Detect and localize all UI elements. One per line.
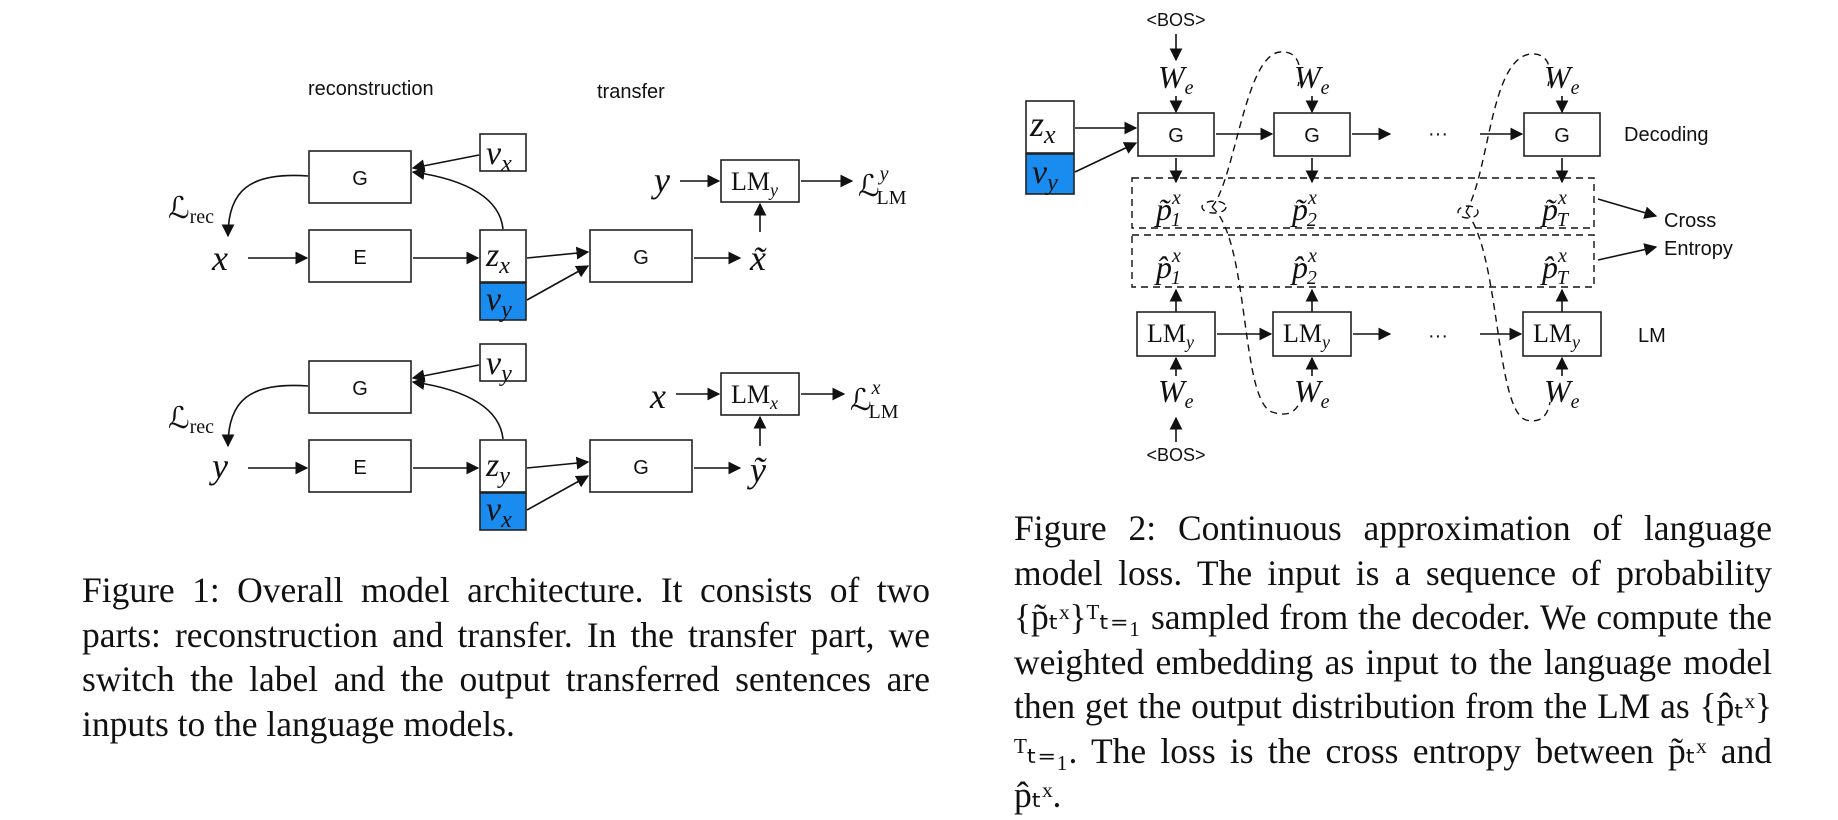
fig1-bottom-output: ỹ xyxy=(747,450,767,490)
fig1-top-lm-box xyxy=(720,159,800,203)
fig2-lm-label-1: LMy xyxy=(1147,319,1194,352)
fig2-latent: zx xyxy=(1029,104,1056,149)
fig1-bottom-label-swap-box xyxy=(479,492,527,531)
fig2-cross-label: Cross xyxy=(1664,210,1716,232)
fig2-decoding-label: Decoding xyxy=(1624,124,1709,146)
fig2-decoding-row: G G G ··· Decoding xyxy=(1074,112,1709,184)
fig2-flow-node-1 xyxy=(1201,200,1227,214)
fig2-we-bottom-3: We xyxy=(1544,373,1580,413)
section-transfer-label: transfer xyxy=(597,81,665,103)
fig1-top-encoder-label: E xyxy=(353,247,366,269)
fig1-bottom-transfer-generator-box xyxy=(589,439,693,493)
fig1-top-lm-input: y xyxy=(651,160,670,200)
fig1-top-input: x xyxy=(211,238,228,278)
fig1-bottom-label-own-box xyxy=(479,343,527,382)
fig2-lm-row: LMy LMy LMy ··· LM xyxy=(1136,288,1666,376)
fig1-top-loss-rec: ℒrec xyxy=(168,192,214,228)
fig2-flow-curve-1 xyxy=(1211,51,1301,208)
fig1-bottom-lm-label: LMx xyxy=(731,380,778,413)
figures-svg: reconstruction transfer G E vx zx vy ℒre… xyxy=(168,10,1733,533)
figure-2-lm-loss: <BOS> <BOS> We We We zx vy G G G ··· Dec… xyxy=(1025,10,1733,465)
fig1-bottom-lm-box xyxy=(720,372,800,416)
fig2-lm-ellipsis: ··· xyxy=(1428,325,1448,347)
fig1-top-lm-label: LMy xyxy=(731,167,778,200)
fig2-label-box xyxy=(1025,153,1075,195)
fig1-top-generator-label: G xyxy=(352,168,368,190)
fig2-we-bottom-2: We xyxy=(1294,373,1330,413)
fig2-top-embeddings: We We We xyxy=(1158,59,1580,114)
fig1-top-row: G E vx zx vy ℒrec x G x̃ xyxy=(168,133,907,323)
fig2-bos-top: <BOS> xyxy=(1146,10,1205,30)
fig1-top-label-own: vx xyxy=(486,135,512,177)
fig2-we-bottom-1: We xyxy=(1158,373,1194,413)
section-reconstruction-label: reconstruction xyxy=(308,78,434,100)
fig2-lm-box-3 xyxy=(1522,311,1602,357)
fig2-flow-curve-1-return xyxy=(1211,206,1301,415)
fig1-bottom-input: y xyxy=(209,446,228,486)
fig2-lm-box-1 xyxy=(1136,311,1216,357)
fig2-lm-box-2 xyxy=(1272,311,1352,357)
fig2-latent-box xyxy=(1025,100,1075,154)
figure-1-caption: Figure 1: Overall model architecture. It… xyxy=(82,570,930,744)
fig1-bottom-generator-label: G xyxy=(352,378,368,400)
fig1-bottom-lm-input: x xyxy=(649,376,666,416)
fig2-generator-box-2 xyxy=(1273,112,1351,157)
fig1-bottom-label-swap: vx xyxy=(486,491,512,533)
fig2-lm-label-2: LMy xyxy=(1283,319,1330,352)
fig2-flow-curve-2-return xyxy=(1465,211,1551,422)
fig1-top-encoder-box xyxy=(308,229,412,283)
fig2-lm-row-label: LM xyxy=(1638,325,1666,347)
fig1-top-generator-box xyxy=(308,150,412,204)
fig2-decoding-ellipsis: ··· xyxy=(1428,123,1448,145)
fig1-top-label-swap: vy xyxy=(486,281,512,323)
fig1-bottom-loss-rec: ℒrec xyxy=(168,402,214,438)
fig2-generator-box-1 xyxy=(1137,112,1215,157)
fig2-generator-label-2: G xyxy=(1304,125,1320,147)
fig2-generator-label-3: G xyxy=(1554,125,1570,147)
fig2-flow-curve-2 xyxy=(1465,53,1551,213)
fig1-bottom-encoder-label: E xyxy=(353,457,366,479)
fig2-lm-prob-row xyxy=(1131,234,1595,288)
fig2-we-top-2: We xyxy=(1294,59,1330,99)
fig1-top-transfer-generator-box xyxy=(589,229,693,283)
fig2-we-top-1: We xyxy=(1158,59,1194,99)
fig1-top-label-swap-box xyxy=(479,282,527,321)
fig1-bottom-label-own: vy xyxy=(486,345,512,387)
figure-2-caption: Figure 2: Continuous approximation of la… xyxy=(1014,508,1772,815)
fig1-bottom-latent-box xyxy=(479,439,527,493)
fig2-bottom-embeddings: We We We xyxy=(1158,373,1580,413)
fig2-entropy-label: Entropy xyxy=(1664,238,1733,260)
fig1-top-transfer-generator-label: G xyxy=(633,247,649,269)
fig2-lm-label-3: LMy xyxy=(1533,319,1580,352)
fig2-generator-box-3 xyxy=(1523,112,1601,157)
fig1-bottom-generator-box xyxy=(308,360,412,414)
fig2-sampled-prob-row xyxy=(1131,177,1595,229)
fig2-generator-label-1: G xyxy=(1168,125,1184,147)
fig1-top-latent: zx xyxy=(485,237,510,279)
fig1-bottom-latent: zy xyxy=(485,447,510,489)
fig2-flow-node-2 xyxy=(1457,205,1479,219)
fig1-top-output: x̃ xyxy=(749,238,767,278)
figure-1-architecture: reconstruction transfer G E vx zx vy ℒre… xyxy=(168,78,907,533)
fig1-bottom-encoder-box xyxy=(308,439,412,493)
fig2-bos-bottom: <BOS> xyxy=(1146,445,1205,465)
fig1-top-latent-box xyxy=(479,229,527,283)
fig2-label: vy xyxy=(1032,154,1058,196)
fig1-top-label-own-box xyxy=(479,133,527,172)
fig1-bottom-transfer-generator-label: G xyxy=(633,457,649,479)
fig1-bottom-row: G E vy zy vx ℒrec y G ỹ xyxy=(168,343,899,533)
fig2-we-top-3: We xyxy=(1544,59,1580,99)
